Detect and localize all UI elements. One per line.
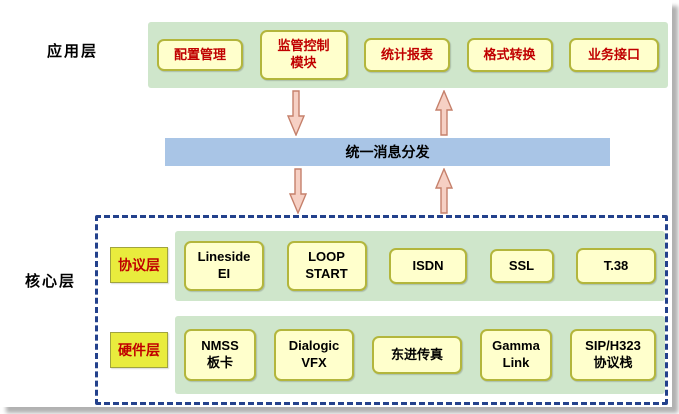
hardware-layer-label: 硬件层 (110, 332, 168, 368)
protocol-layer-label: 协议层 (110, 247, 168, 283)
up-arrow-icon (435, 168, 453, 214)
protocol-box: LOOP START (286, 241, 367, 291)
protocol-layer-panel: Lineside EI LOOP START ISDN SSL T.38 (175, 231, 665, 301)
hardware-box: SIP/H323 协议栈 (570, 329, 656, 381)
app-module-box: 统计报表 (364, 38, 450, 72)
message-bus-bar: 统一消息分发 (165, 138, 610, 166)
app-layer-label: 应用层 (47, 43, 99, 60)
down-arrow-icon (289, 168, 307, 214)
hardware-box: NMSS 板卡 (184, 329, 256, 381)
app-module-box: 格式转换 (466, 38, 553, 72)
protocol-box: Lineside EI (184, 241, 264, 291)
hardware-layer-panel: NMSS 板卡 Dialogic VFX 东进传真 Gamma Link SIP… (175, 316, 665, 394)
core-layer-label: 核心层 (25, 273, 77, 290)
up-arrow-icon (435, 90, 453, 136)
app-module-box: 业务接口 (569, 38, 659, 72)
hardware-box: Gamma Link (480, 329, 552, 381)
slide-canvas: 应用层 配置管理 监管控制 模块 统计报表 格式转换 业务接口 统一消息分发 核… (25, 22, 668, 405)
hardware-box: 东进传真 (372, 336, 462, 374)
protocol-box: SSL (489, 249, 554, 283)
app-module-box: 监管控制 模块 (259, 30, 348, 80)
down-arrow-icon (287, 90, 305, 136)
app-module-box: 配置管理 (157, 39, 243, 71)
protocol-box: ISDN (389, 248, 467, 284)
application-layer-panel: 配置管理 监管控制 模块 统计报表 格式转换 业务接口 (148, 22, 668, 88)
protocol-box: T.38 (576, 248, 656, 284)
hardware-box: Dialogic VFX (274, 329, 354, 381)
